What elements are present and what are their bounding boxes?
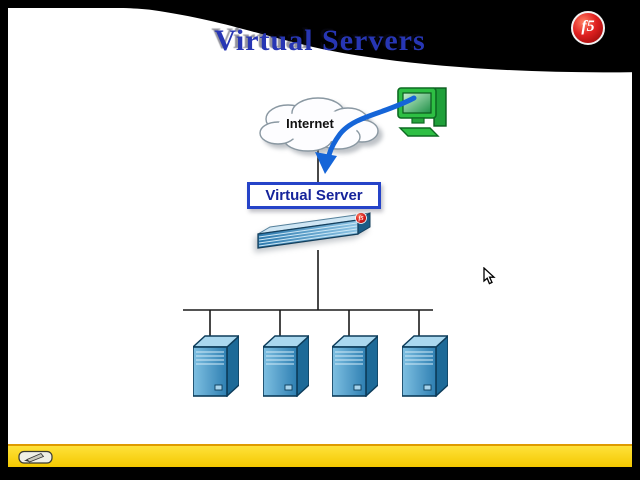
internet-label: Internet	[286, 116, 334, 131]
footer-toolbar	[8, 444, 632, 467]
top-swoosh-decoration	[0, 0, 640, 73]
server-group	[193, 333, 455, 399]
f5-logo-text: f5	[581, 18, 595, 35]
virtual-server-label: Virtual Server	[265, 187, 363, 204]
virtual-server-box: Virtual Server	[247, 182, 381, 209]
appliance-f5-dot-text: f5	[359, 216, 364, 222]
server-tower-icon	[263, 335, 309, 397]
mouse-cursor	[483, 267, 496, 285]
f5-appliance-icon: f5	[257, 212, 371, 249]
server-tower-icon	[402, 335, 448, 397]
f5-logo: f5	[571, 11, 605, 45]
server-tower-icon	[332, 335, 378, 397]
server-tower-icon	[193, 335, 239, 397]
slide-title: Virtual Servers	[214, 24, 426, 57]
client-computer-icon	[397, 87, 447, 137]
pen-tool-icon[interactable]	[18, 449, 56, 465]
internet-cloud: Internet	[250, 95, 388, 155]
